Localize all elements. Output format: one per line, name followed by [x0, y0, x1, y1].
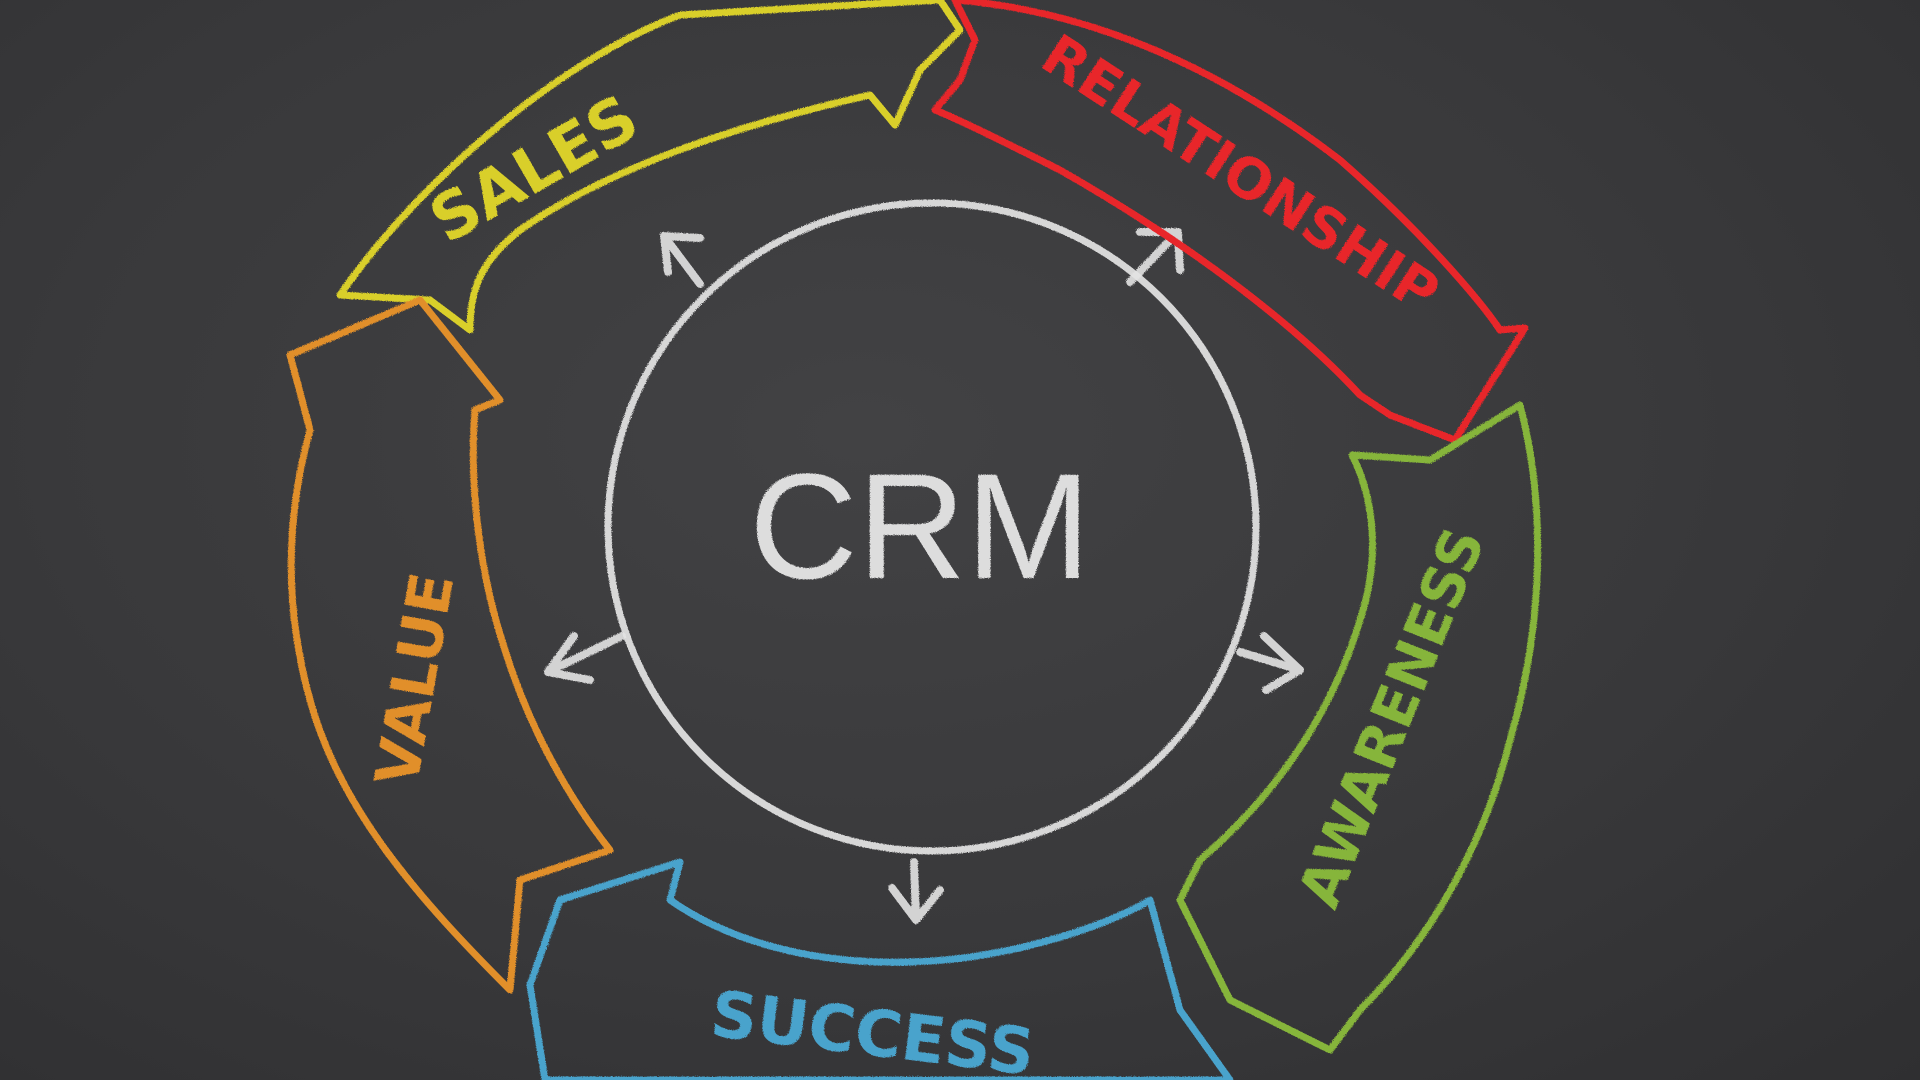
arrow-down-icon [888, 858, 944, 924]
center-circle [604, 199, 1260, 855]
sales-band-outline [336, 0, 964, 334]
success-label: SUCCESS [707, 978, 1039, 1080]
relationship-label: RELATIONSHIP [1030, 22, 1450, 326]
arrow-left-icon [544, 632, 626, 684]
arrow-right-icon [1236, 632, 1304, 694]
stage-sales: SALES [336, 0, 964, 334]
center-label: CRM [749, 442, 1091, 610]
relationship-band-outline [931, 0, 1529, 444]
stage-value: VALUE [286, 296, 614, 994]
center-node: CRM [604, 199, 1260, 855]
stage-success: SUCCESS [526, 858, 1234, 1080]
stage-awareness: AWARENESS [1176, 401, 1542, 1054]
value-band-outline [286, 296, 614, 994]
success-band-outline [526, 858, 1234, 1080]
stage-relationship: RELATIONSHIP [931, 0, 1529, 444]
awareness-band-outline [1176, 401, 1542, 1054]
arrow-up-left-icon [660, 232, 704, 288]
value-label: VALUE [362, 568, 468, 792]
